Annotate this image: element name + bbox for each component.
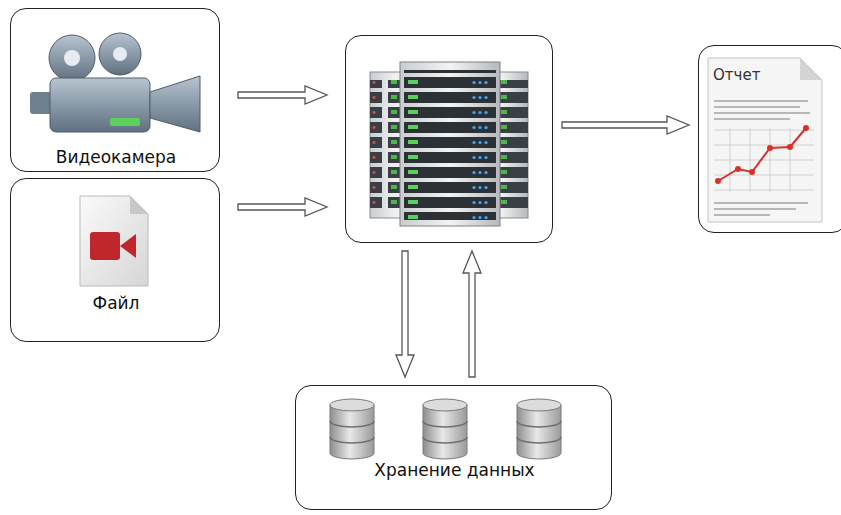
node-label: Файл [93,293,140,313]
storage-box: Хранение данных [295,385,612,510]
node-label: Отчет [713,66,760,84]
server-box [345,35,553,243]
hollow-arrow [562,116,689,134]
source-box: Видеокамера [10,8,220,172]
hollow-arrow [238,86,327,104]
source-box: Файл [10,178,220,342]
video-file-icon [80,196,148,286]
camera-icon [30,33,200,132]
node-label: Хранение данных [374,460,534,480]
hollow-arrow [238,198,327,216]
database-icons [330,399,561,459]
node-label: Видеокамера [56,147,177,167]
server-icon [370,62,528,226]
report-box: Отчет [698,45,841,233]
report-document-icon [708,58,822,222]
hollow-arrow [396,251,414,377]
hollow-arrow [463,251,481,377]
